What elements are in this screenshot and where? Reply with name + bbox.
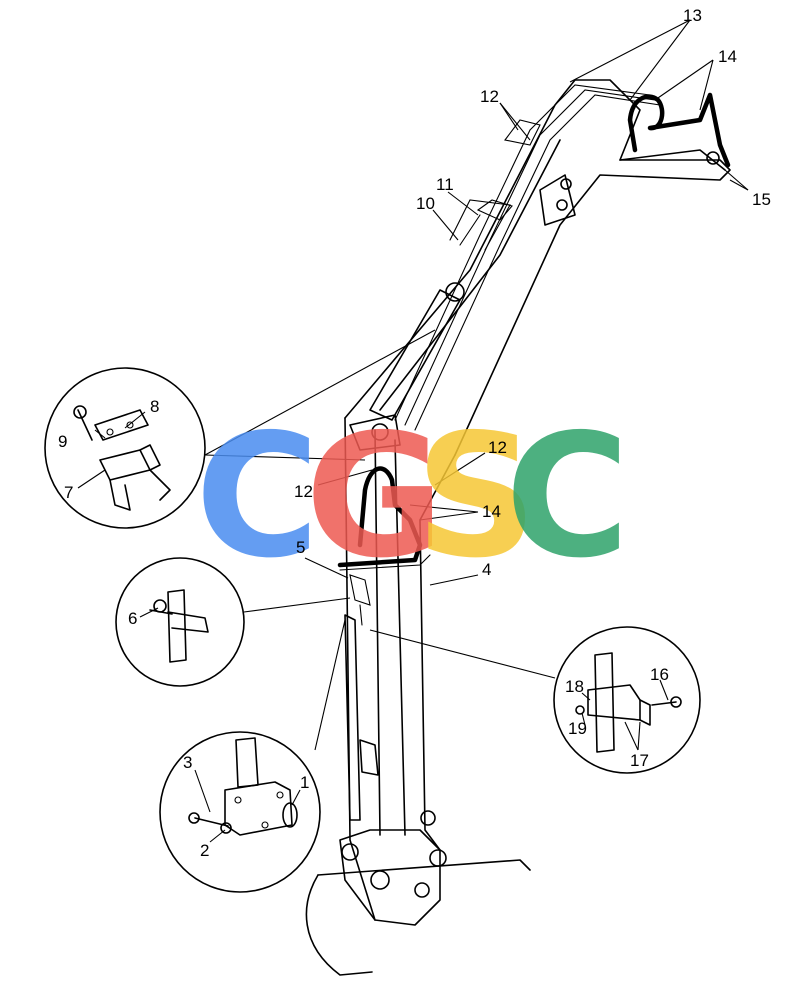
callout-14-top: 14 xyxy=(718,47,737,66)
callout-10: 10 xyxy=(416,194,435,213)
watermark-letter-2: G xyxy=(305,398,445,596)
callout-7: 7 xyxy=(64,483,73,502)
callout-labels: 13 14 15 12 11 10 12 12 14 5 4 8 9 7 6 3… xyxy=(58,6,771,860)
callout-17: 17 xyxy=(630,751,649,770)
callout-1: 1 xyxy=(300,773,309,792)
callout-15: 15 xyxy=(752,190,771,209)
callout-2: 2 xyxy=(200,841,209,860)
callout-12-top: 12 xyxy=(480,87,499,106)
callout-5: 5 xyxy=(296,538,305,557)
callout-11: 11 xyxy=(436,175,454,194)
callout-6: 6 xyxy=(128,609,137,628)
detail-clamp-7-8-9 xyxy=(44,367,206,529)
detail-fitting-1-2-3 xyxy=(159,731,321,893)
callout-4: 4 xyxy=(482,560,491,579)
callout-12-right: 12 xyxy=(488,438,507,457)
watermark-letter-3: S xyxy=(415,398,537,596)
callout-19: 19 xyxy=(568,719,587,738)
callout-16: 16 xyxy=(650,665,669,684)
detail-clamp-16-19 xyxy=(553,626,701,774)
watermark: C G S C xyxy=(195,398,630,596)
watermark-letter-1: C xyxy=(195,398,320,596)
detail-bolt-6 xyxy=(115,557,245,687)
callout-9: 9 xyxy=(58,432,67,451)
leader-lines xyxy=(77,19,749,843)
callout-8: 8 xyxy=(150,397,159,416)
callout-13: 13 xyxy=(683,6,702,25)
watermark-letter-4: C xyxy=(505,398,630,596)
callout-3: 3 xyxy=(183,753,192,772)
callout-12-left: 12 xyxy=(294,482,313,501)
callout-18: 18 xyxy=(565,677,584,696)
callout-14-mid: 14 xyxy=(482,502,501,521)
